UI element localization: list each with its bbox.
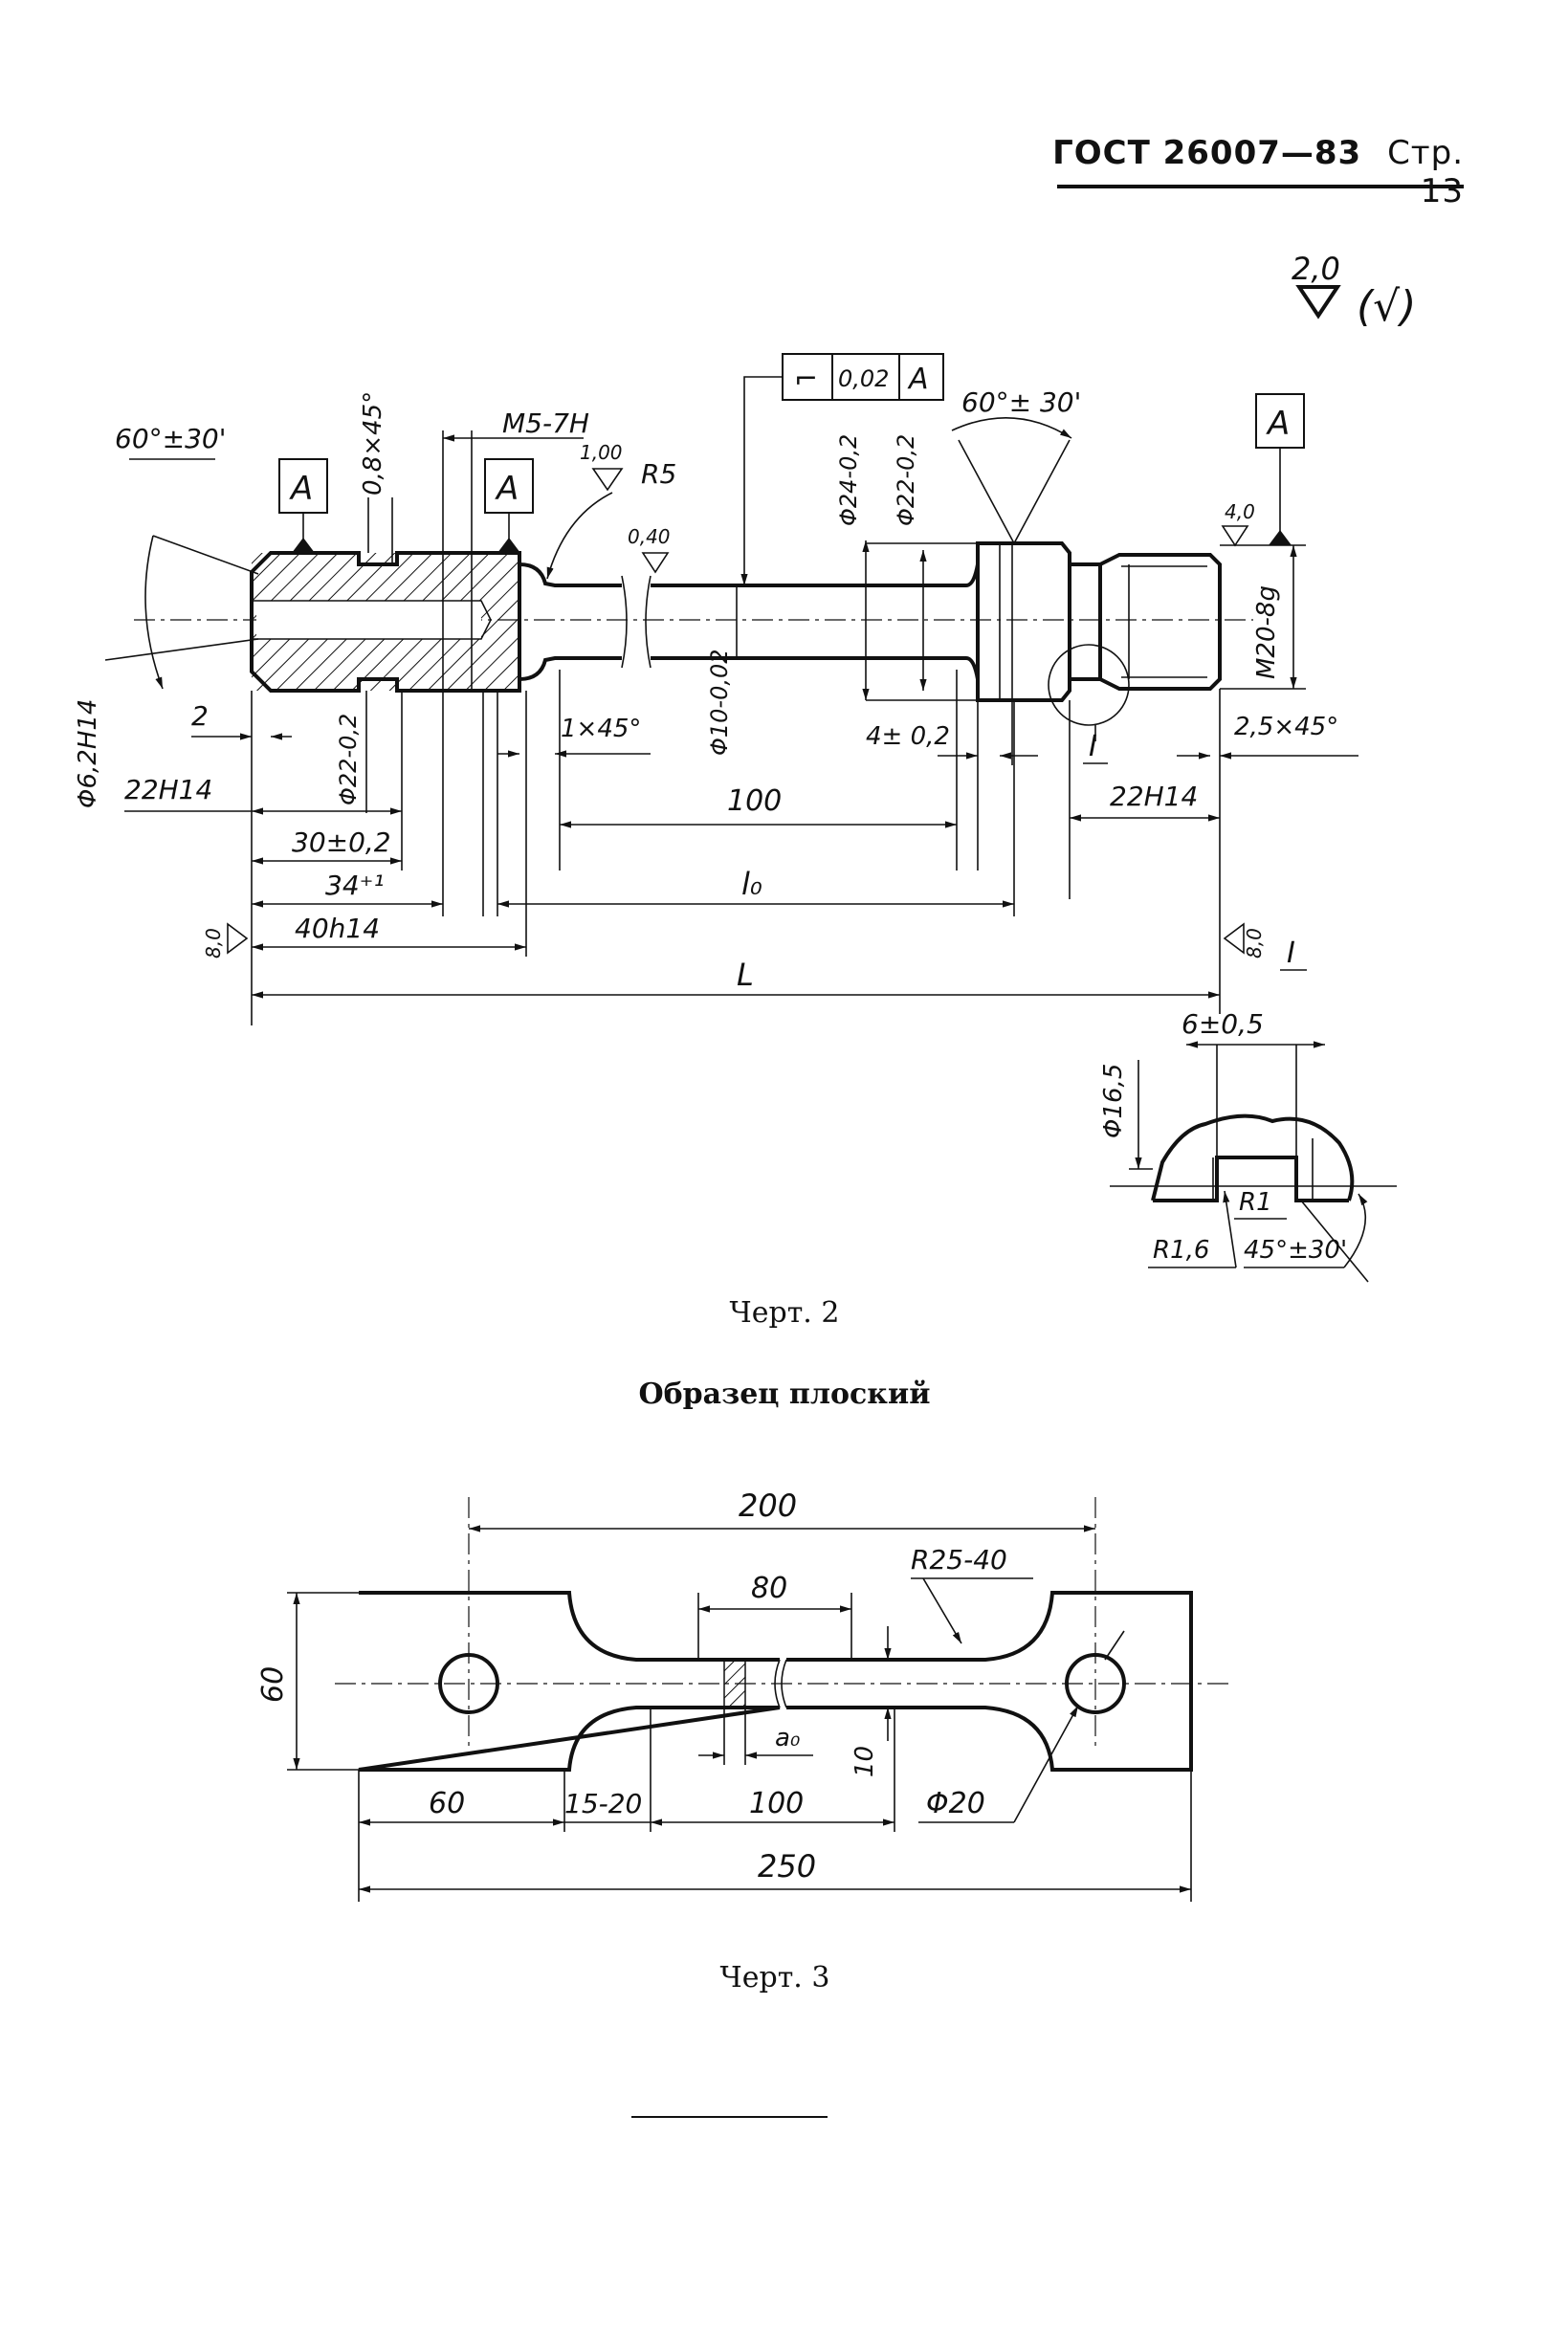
flat-dim-15-20: 15-20	[564, 1788, 642, 1819]
svg-text:А: А	[907, 363, 929, 396]
flat-specimen-outline	[358, 1591, 1193, 1772]
page-header: ГОСТ 26007—83 Стр. 13	[1052, 134, 1464, 210]
dim-100-round: 100	[727, 784, 782, 818]
gauge-mark	[723, 1659, 746, 1708]
flat-dim-200: 200	[739, 1488, 797, 1524]
right-head	[976, 541, 1222, 726]
chamfer-top: 0,8×45°	[359, 391, 387, 496]
detail-mark: I	[1089, 730, 1097, 763]
svg-text:А: А	[289, 470, 313, 508]
datum-left-1: А	[278, 458, 328, 553]
dia-22-left: Φ22-0,2	[335, 714, 362, 805]
flat-dim-10: 10	[850, 1746, 879, 1777]
right-hole	[1065, 1653, 1126, 1714]
roughness-triangle-icon	[1295, 285, 1341, 320]
standard-number: ГОСТ 26007—83	[1052, 134, 1362, 172]
drawing-round-specimen: 2,0 (√)	[74, 251, 1416, 1283]
dia-24: Φ24-0,2	[835, 434, 862, 526]
page-number: Стр. 13	[1387, 134, 1464, 210]
tolerance-frame: ⌐ 0,02 А	[740, 353, 944, 585]
roughness-fillet: 1,00	[580, 441, 623, 464]
flat-specimen-title: Образец плоский	[638, 1377, 931, 1411]
flat-dim-60: 60	[429, 1787, 465, 1820]
detail-circle	[1048, 644, 1130, 726]
dia-22: Φ22-0,2	[893, 434, 919, 526]
thread-small: М5-7Н	[502, 408, 589, 439]
dim-22h14-left: 22H14	[124, 774, 212, 805]
angle-left: 60°±30'	[115, 423, 226, 454]
dim-40: 40h14	[295, 913, 380, 944]
roughness-general-note: (√)	[1357, 282, 1416, 331]
chamfer-2-5: 2,5×45°	[1234, 713, 1338, 741]
datum-left-2: А	[484, 458, 534, 553]
detail-angle: 45°±30'	[1244, 1236, 1347, 1265]
radius-r5: R5	[641, 458, 676, 490]
runout-symbol-icon: ⌐	[794, 363, 818, 396]
flat-dim-250: 250	[758, 1848, 816, 1884]
dim-L: L	[737, 957, 754, 993]
dim-l0: l₀	[741, 866, 762, 902]
angle-right: 60°± 30'	[961, 386, 1081, 418]
dim-34: 34⁺¹	[325, 870, 385, 901]
general-roughness-mark: 2,0 (√)	[1292, 251, 1416, 331]
caption-drawing-3: Черт. 3	[719, 1961, 830, 1994]
left-hole	[438, 1653, 499, 1714]
flat-dia-20: Φ20	[926, 1787, 985, 1820]
left-head	[250, 551, 521, 693]
dim-30: 30±0,2	[292, 826, 391, 858]
flat-radius: R25-40	[911, 1544, 1007, 1576]
svg-text:А: А	[495, 470, 519, 508]
detail-r16: R1,6	[1153, 1236, 1209, 1265]
dia-6: Φ6,2H14	[74, 699, 102, 808]
roughness-end-right: 8,0	[1243, 928, 1266, 959]
roughness-general-value: 2,0	[1292, 251, 1340, 287]
dim-2: 2	[191, 700, 209, 732]
dim-4: 4± 0,2	[866, 722, 950, 751]
detail-label: I	[1287, 937, 1295, 970]
header-rule	[1057, 185, 1464, 188]
flat-dim-a0: a₀	[775, 1724, 801, 1752]
detail-r1: R1	[1239, 1188, 1272, 1217]
detail-dim-6: 6±0,5	[1182, 1008, 1264, 1040]
svg-text:0,02: 0,02	[838, 365, 889, 392]
dim-22h14-right: 22H14	[1110, 781, 1198, 812]
flat-dim-100: 100	[749, 1787, 804, 1820]
svg-text:А: А	[1266, 405, 1290, 443]
drawing-flat-specimen: 200 80 R25-40 60 a₀ 10 60 15-20 100 Φ20	[256, 1488, 1234, 1902]
detail-view: 6±0,5 Φ16,5 R1 R1,6 45°±30'	[1099, 1008, 1397, 1283]
roughness-shank: 0,40	[628, 525, 671, 548]
flat-dim-80: 80	[751, 1572, 787, 1605]
dia-10: Φ10-0,02	[706, 649, 733, 756]
caption-drawing-2: Черт. 2	[729, 1296, 840, 1330]
footer-rule	[631, 2116, 828, 2118]
thread-big: M20-8g	[1252, 585, 1281, 679]
specimen-shank	[519, 562, 980, 681]
roughness-thread: 4,0	[1225, 500, 1255, 523]
roughness-end-left: 8,0	[202, 928, 225, 959]
flat-dim-60-height: 60	[256, 1666, 290, 1703]
detail-dia-16: Φ16,5	[1099, 1064, 1128, 1138]
chamfer-1: 1×45°	[561, 715, 641, 743]
datum-right: А	[1255, 393, 1305, 545]
